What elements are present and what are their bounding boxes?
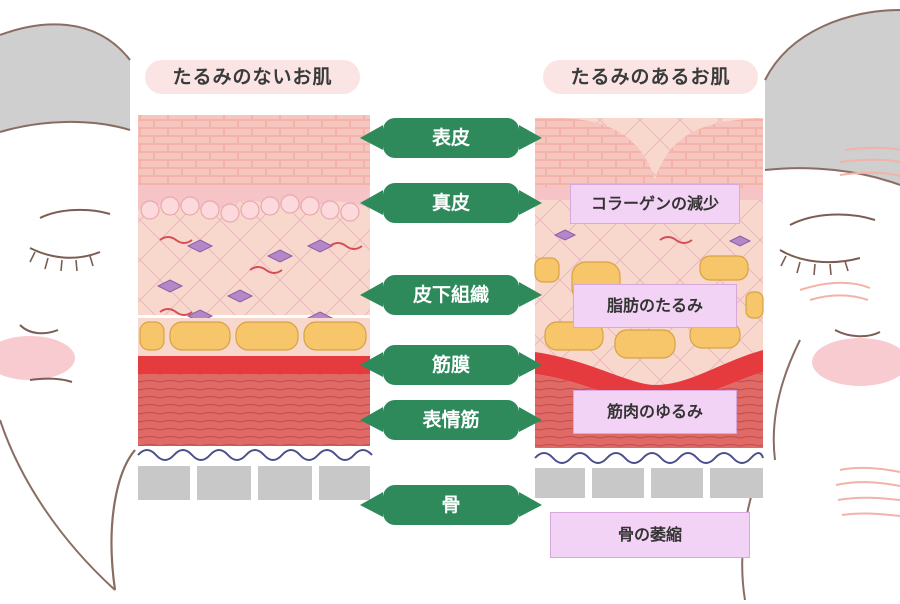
epidermis-layer-right: [535, 118, 763, 195]
note-muscle-loosening: 筋肉のゆるみ: [573, 390, 737, 434]
right-title: たるみのあるお肌: [543, 60, 758, 94]
label-arrows: [360, 125, 542, 517]
label-facial-muscle: 表情筋: [383, 400, 519, 440]
healthy-skin-section: [137, 115, 373, 500]
label-dermis: 真皮: [383, 183, 519, 223]
label-subcutaneous: 皮下組織: [383, 275, 519, 315]
bone-blocks-right: [535, 468, 763, 498]
left-face-illustration: [0, 23, 136, 591]
bone-blocks: [138, 466, 370, 500]
note-fat-sagging: 脂肪のたるみ: [573, 284, 737, 328]
fascia-layer: [138, 356, 370, 374]
label-fascia: 筋膜: [383, 345, 519, 385]
note-collagen-decrease: コラーゲンの減少: [570, 184, 740, 224]
label-bone: 骨: [383, 485, 519, 525]
right-face-illustration: [741, 9, 900, 601]
epidermis-layer: [138, 115, 370, 185]
muscle-layer: [138, 374, 370, 446]
label-epidermis: 表皮: [383, 118, 519, 158]
note-bone-atrophy: 骨の萎縮: [550, 512, 750, 558]
left-title: たるみのないお肌: [145, 60, 360, 94]
